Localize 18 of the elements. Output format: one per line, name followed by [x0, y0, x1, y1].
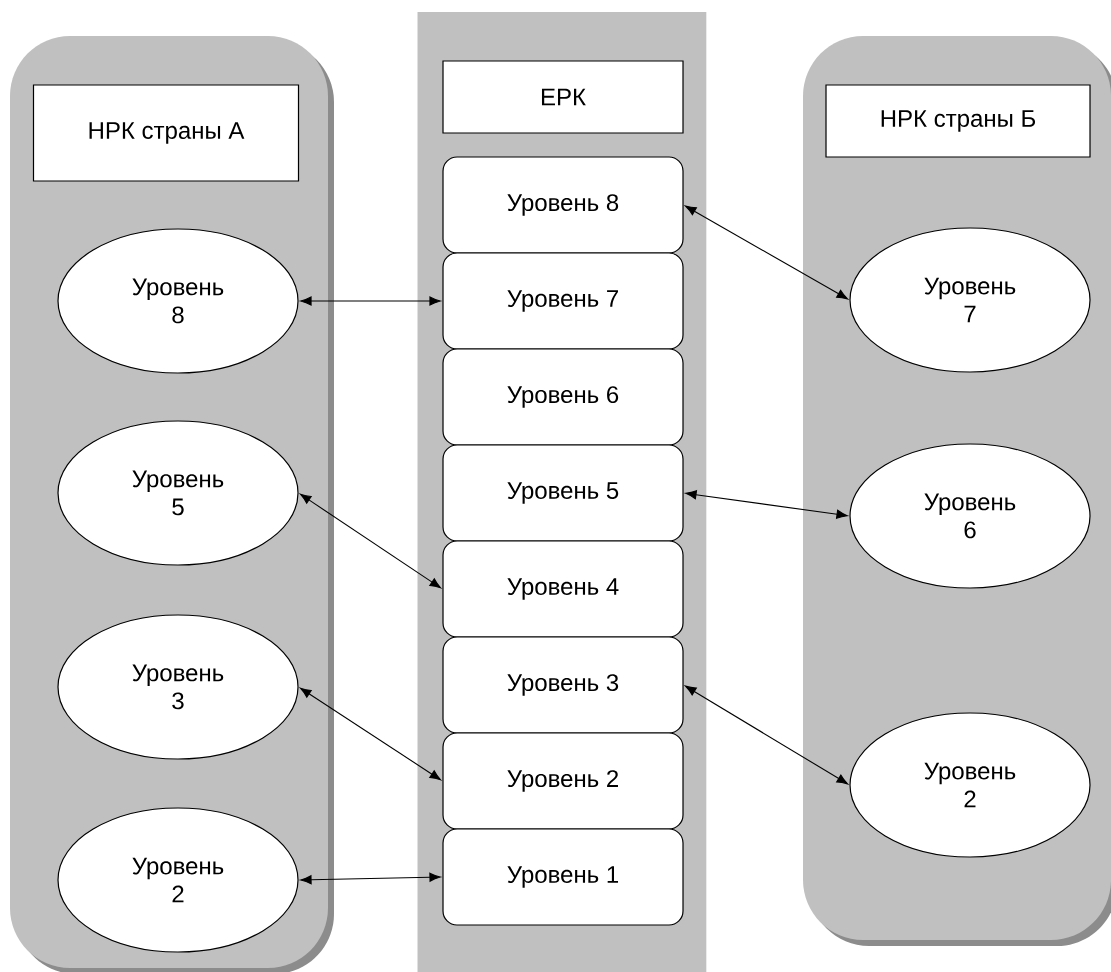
heading-box: НРК страны Б — [825, 84, 1091, 158]
arrow — [685, 490, 848, 519]
heading-box: НРК страны А — [32, 84, 300, 182]
heading-box: ЕРК — [442, 60, 684, 134]
arrow — [299, 687, 442, 781]
level-box: Уровень 4 — [442, 540, 684, 638]
arrow — [685, 205, 849, 300]
arrow — [300, 872, 441, 885]
level-box: Уровень 1 — [442, 828, 684, 926]
level-box: Уровень 6 — [442, 348, 684, 446]
arrow — [300, 296, 441, 306]
level-box: Уровень 3 — [442, 636, 684, 734]
level-box: Уровень 2 — [442, 732, 684, 830]
level-box: Уровень 7 — [442, 252, 684, 350]
level-box: Уровень 5 — [442, 444, 684, 542]
level-box: Уровень 8 — [442, 156, 684, 254]
arrow — [299, 493, 442, 589]
arrow — [684, 685, 849, 785]
